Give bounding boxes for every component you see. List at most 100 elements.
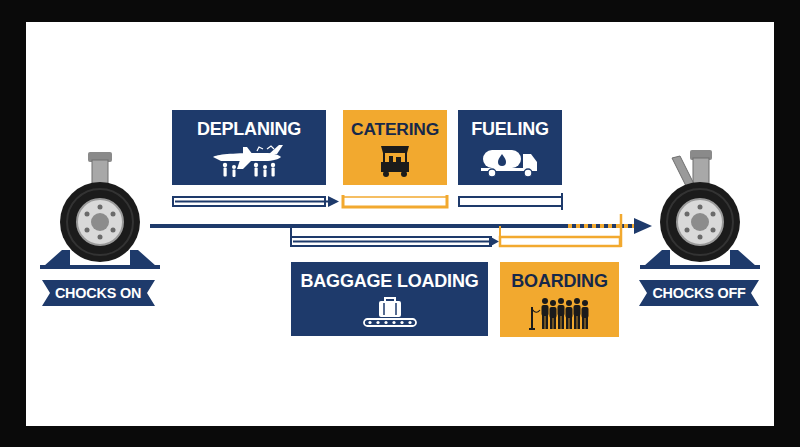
task-icon-part-part [243,147,253,155]
task-icon-part-part-part [376,321,379,324]
left-wheel-part-part [85,228,90,233]
baggage-duration-bar-part [293,241,492,243]
task-icon-part-part [381,162,409,172]
canvas [26,22,774,426]
task-icon-part-part [523,154,537,170]
task-icon-part-part [396,157,401,162]
task-icon-part-part-part [553,317,556,329]
timeline-arrow-part [568,224,636,228]
task-icon-part-part [257,147,263,151]
timeline-arrow-part [150,224,568,228]
task-icon-part-part [529,328,535,330]
task-icon-part-part-part [558,298,564,304]
task-icon-part-part-part [263,165,267,169]
deplaning-duration-bar [173,196,339,207]
left-wheel-part-part [98,235,103,240]
task-icon-part-part [368,321,411,324]
right-wheel-part [685,205,716,240]
right-wheel-part-part [698,205,703,210]
task-icon-part-part-part [569,317,572,329]
right-wheel-part [693,158,709,186]
boarding-duration-bar [500,214,621,247]
right-wheel-part [730,250,756,266]
task-icon-part-part-part [254,162,258,166]
task-label: CATERING [343,110,447,140]
task-icon-part-part [389,156,393,162]
task-icon-part-part [532,309,540,312]
task-icon-part-part [395,303,397,315]
right-wheel-part-part [698,235,703,240]
task-icon-part-part-part [558,315,561,329]
task-icon-part-part [379,301,401,317]
event-label: CHOCKS OFF [639,280,759,306]
timeline-arrow-part [634,218,652,234]
left-wheel-part-part [85,212,90,217]
task-icon-part-part-part [272,167,275,176]
task-icon-part-part [541,298,588,329]
left-wheel-part [44,250,70,266]
task-label: DEPLANING [172,110,326,140]
task-icon-part-part [364,319,416,326]
task-icon-part-part [385,298,395,301]
left-wheel-part [60,182,140,262]
task-icon-part-part [267,146,274,149]
ribbon-shape-part [42,280,155,306]
task-icon-part-part-part [577,315,580,329]
task-icon-part-part [383,171,389,177]
task-icon [529,295,591,331]
task-icon-part-part-part [566,300,572,306]
task-icon-part-part-part [224,167,227,176]
task-icon-part-part-part [264,169,267,177]
right-wheel-part-part [685,228,690,233]
fueling-duration-bar [459,193,562,210]
fueling-duration-bar-part [561,193,563,210]
task-icon-part-part [383,303,385,315]
left-wheel-part [130,250,156,266]
left-wheel-part [91,213,109,231]
task-icon-part-part [405,153,407,162]
task-icon-part-part [223,162,275,176]
task-label: FUELING [458,110,562,140]
deplaning-duration-bar-part [328,196,339,207]
boarding-duration-bar-part [500,237,620,246]
task-icon-part-part-part [581,307,588,318]
task-icon-part-part-part [574,298,580,304]
right-wheel-part-part [685,212,690,217]
right-wheel-part [640,265,760,269]
task-icon-part-part-part [408,321,411,324]
right-wheel-part [691,213,709,231]
task-icon-part-part-part [542,298,548,304]
left-wheel-part-part [111,212,116,217]
task-box: DEPLANING [172,110,326,185]
task-icon-part-part-part [582,300,588,306]
task-box: BAGGAGE LOADING [291,262,488,336]
event-banner: CHOCKS OFF [639,280,759,306]
task-icon-part-part-part [582,317,585,329]
task-icon [360,295,420,329]
right-wheel-part [667,189,733,255]
timeline-arrow-part [568,224,636,228]
right-wheel-part [677,199,723,245]
task-icon-part-part [488,169,496,177]
right-wheel [640,150,760,269]
task-icon-part-part-part [573,305,580,316]
ribbon-shape-part [639,280,759,306]
task-icon-part-part-part [550,300,556,306]
right-wheel-part-part [711,228,716,233]
task-icon-part-part [381,146,409,153]
task-icon-part-part-part [561,315,564,329]
task-icon-part-part-part [368,321,371,324]
deplaning-duration-bar-part [175,201,330,203]
event-label: CHOCKS ON [42,280,155,306]
catering-duration-bar-part [343,195,447,207]
task-icon-part-part-part [585,317,588,329]
task-icon-part-part-part [545,315,548,329]
task-icon-part-part-part [574,315,577,329]
catering-duration-bar [343,195,447,207]
task-box: FUELING [458,110,562,185]
task-icon [375,144,415,178]
baggage-duration-bar-part [291,237,491,246]
task-icon-part-part-part [271,162,275,166]
